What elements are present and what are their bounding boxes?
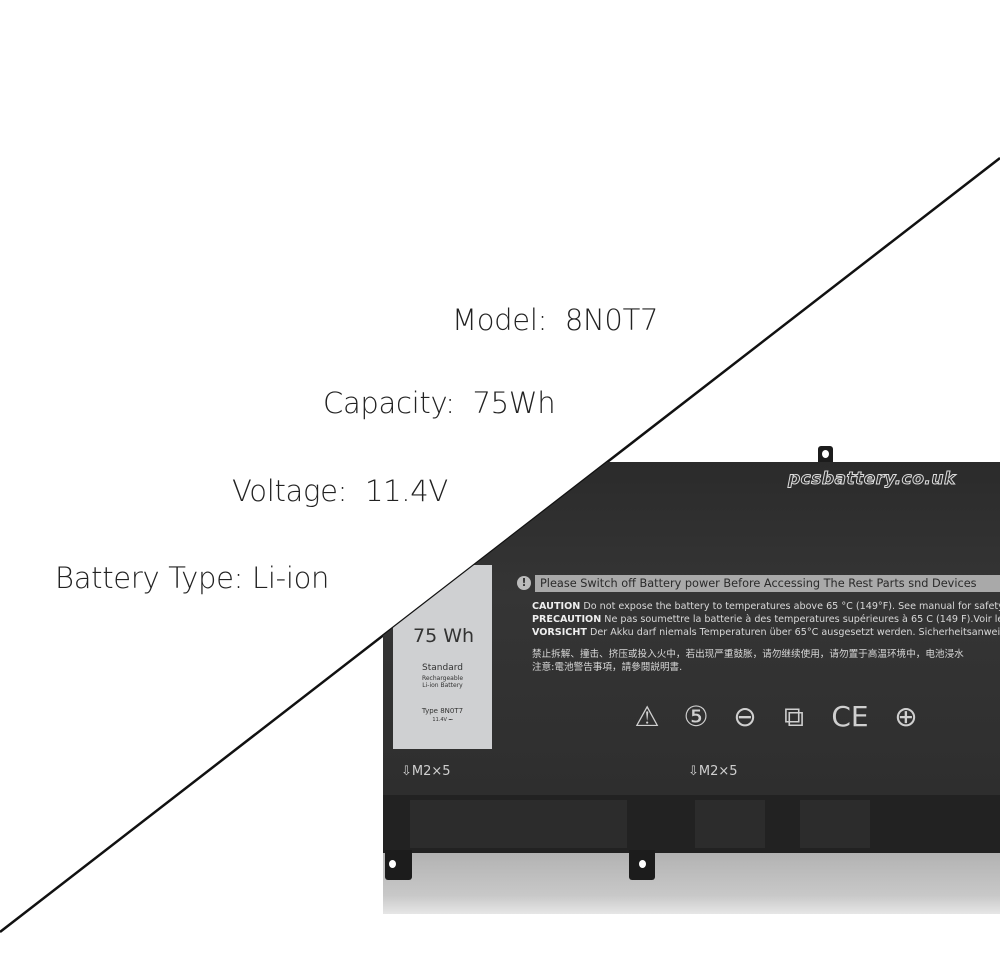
spec-battery-type: Battery Type: Li-ion [55, 561, 330, 595]
caution-zh-1: 禁止拆解、撞击、挤压或投入火中，若出现严重鼓胀，请勿继续使用，请勿置于高温环境中… [532, 649, 964, 660]
caution-en: CAUTION Do not expose the battery to tem… [532, 601, 1000, 612]
certification-symbols: ⚠ ⑤ ⊖ ⧉ CE ⊕ [630, 700, 923, 734]
ce-mark-icon: CE [831, 700, 869, 733]
mount-tab [385, 850, 412, 880]
caution-zh-2: 注意:電池警告事項，請參閱説明書. [532, 662, 683, 673]
recycle-5-icon: ⑤ [683, 700, 709, 733]
mount-tab [629, 850, 655, 880]
watermark-logo: pcsbattery.co.uk [788, 469, 956, 490]
sticker-capacity: 75 Wh [413, 625, 475, 647]
screw-label: ⇩M2×5 [401, 764, 451, 779]
exclamation-icon: ! [517, 576, 531, 590]
sticker-rechargeable: Rechargeable [421, 675, 464, 682]
recycling-mark-icon: ⧉ [784, 700, 804, 733]
bottom-pad [695, 800, 765, 848]
battery-reflection [383, 852, 1000, 914]
spec-voltage: Voltage: 11.4V [232, 474, 448, 508]
no-entry-icon: ⊖ [733, 700, 757, 733]
spec-capacity: Capacity: 75Wh [323, 386, 556, 420]
screw-label: ⇩M2×5 [688, 764, 738, 779]
warning-triangle-icon: ⚠ [634, 700, 660, 733]
top-mount-tab [818, 446, 833, 464]
caution-fr: PRÉCAUTION Ne pas soumettre la batterie … [532, 614, 1000, 625]
sticker-standard: Standard [422, 663, 463, 673]
spec-model: Model: 8N0T7 [452, 303, 659, 337]
sticker-li-ion: Li-ion Battery [422, 682, 463, 689]
warning-banner: Please Switch off Battery power Before A… [535, 575, 1000, 592]
cert-mark-icon: ⊕ [894, 700, 918, 733]
bottom-pad [800, 800, 870, 848]
sticker-type: Type 8N0T7 [421, 707, 464, 715]
caution-de: VORSICHT Der Akku darf niemals Temperatu… [532, 627, 1000, 638]
bottom-pad [410, 800, 627, 848]
sticker-voltage: 11.4V ⎓ [432, 717, 453, 723]
